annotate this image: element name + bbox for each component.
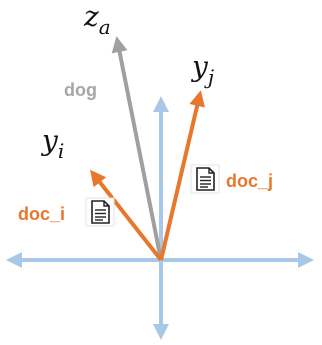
doc-i-label: doc_i [18, 204, 65, 224]
doc-j-label: doc_j [226, 171, 273, 191]
document-icon [85, 197, 115, 227]
y-i-label: yi [40, 124, 64, 163]
z-a-label: za [83, 0, 111, 39]
dog-label: dog [64, 80, 97, 100]
y-j-vector [159, 90, 205, 261]
document-icon [190, 164, 220, 194]
y-j-label: yj [190, 50, 214, 89]
z-a-vector [111, 36, 163, 261]
y-i-vector [90, 169, 163, 262]
